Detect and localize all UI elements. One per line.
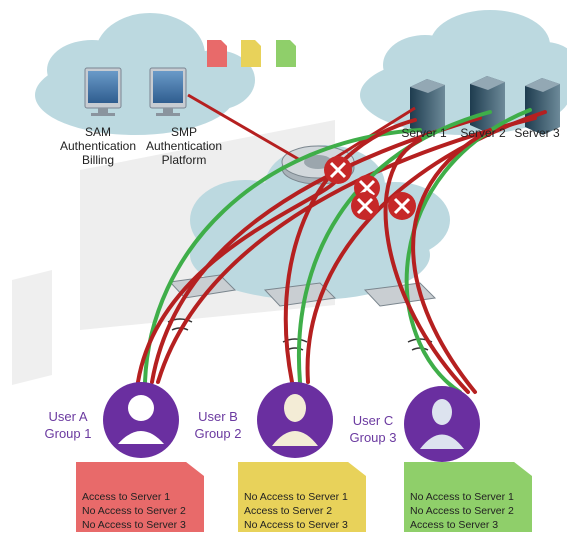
document-icon-red bbox=[207, 40, 227, 67]
background-panel bbox=[12, 270, 52, 385]
server-1-icon bbox=[410, 79, 445, 136]
policy-line: Access to Server 3 bbox=[410, 519, 499, 531]
path-userc-server3-allowed bbox=[404, 108, 532, 394]
path-userb-server2-allowed bbox=[297, 110, 492, 384]
path-userc-server2-denied bbox=[411, 128, 492, 394]
path-usera-server3-denied bbox=[156, 116, 537, 384]
policy-line: Access to Server 1 bbox=[82, 491, 171, 503]
policy-line: No Access to Server 1 bbox=[244, 491, 348, 503]
sam-monitor-icon bbox=[84, 67, 122, 116]
user-b-avatar-icon bbox=[257, 382, 333, 458]
auth-link-line bbox=[187, 93, 301, 162]
smp-monitor-icon bbox=[149, 67, 187, 116]
policy-note-user-c: No Access to Server 1 No Access to Serve… bbox=[404, 462, 532, 532]
blocked-icon bbox=[351, 192, 379, 220]
blocked-icon bbox=[324, 156, 352, 184]
policy-note-user-b: No Access to Server 1 Access to Server 2… bbox=[238, 462, 366, 532]
smp-label: SMP Authentication Platform bbox=[145, 125, 223, 167]
policy-line: Access to Server 2 bbox=[244, 505, 333, 517]
policy-note-user-a: Access to Server 1 No Access to Server 2… bbox=[76, 462, 204, 532]
policy-line: No Access to Server 3 bbox=[82, 519, 186, 531]
path-userb-server1-denied bbox=[283, 118, 417, 384]
policy-line: No Access to Server 3 bbox=[244, 519, 348, 531]
path-usera-server1-allowed bbox=[143, 128, 422, 384]
server-3-icon bbox=[525, 78, 560, 135]
path-usera-loop bbox=[136, 176, 340, 384]
user-a-avatar-icon bbox=[103, 382, 179, 458]
document-icon-yellow bbox=[241, 40, 261, 67]
policy-line: No Access to Server 1 bbox=[410, 491, 514, 503]
user-c-avatar-icon bbox=[404, 386, 480, 462]
path-usera-server2-denied bbox=[150, 116, 482, 384]
policy-line: No Access to Server 2 bbox=[410, 505, 514, 517]
server-1-label: Server 1 bbox=[401, 126, 447, 140]
server-3-label: Server 3 bbox=[514, 126, 560, 140]
document-icon-green bbox=[276, 40, 296, 67]
blocked-icon bbox=[388, 192, 416, 220]
server-2-label: Server 2 bbox=[460, 126, 506, 140]
path-userc-server1-denied bbox=[383, 138, 470, 394]
switch-link-line bbox=[334, 106, 416, 160]
sam-label: SAM Authentication Billing bbox=[59, 125, 137, 167]
policy-line: No Access to Server 2 bbox=[82, 505, 186, 517]
auth-cloud-icon bbox=[35, 13, 255, 135]
